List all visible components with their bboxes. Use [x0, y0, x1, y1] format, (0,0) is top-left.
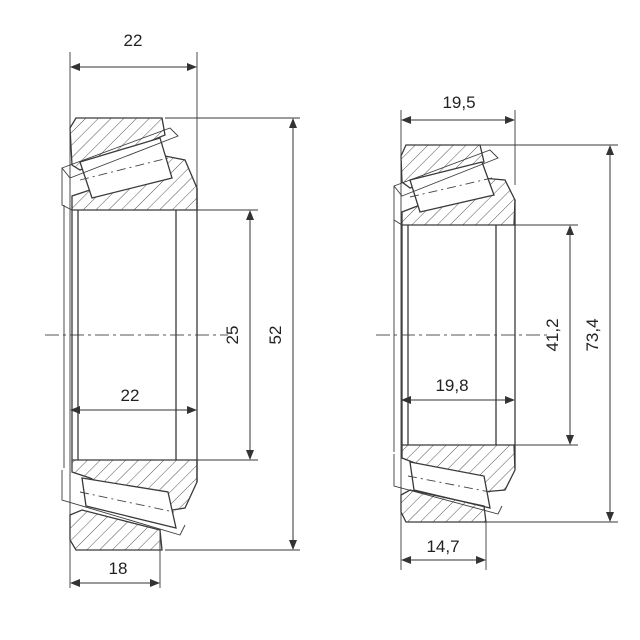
right-dim-outer: 73,4 — [583, 318, 602, 351]
right-dim-bore: 41,2 — [543, 318, 562, 351]
right-bearing: 19,5 19,8 14,7 41,2 73,4 — [376, 93, 618, 570]
left-dim-bottom-width: 18 — [109, 559, 128, 578]
left-bearing: 22 22 18 25 52 — [45, 31, 300, 588]
left-dim-inner-width: 22 — [121, 386, 140, 405]
right-dim-inner-width: 19,8 — [435, 376, 468, 395]
left-dim-top-width: 22 — [124, 31, 143, 50]
left-cup-bottom — [69, 509, 163, 551]
left-dim-bore: 25 — [223, 326, 242, 345]
right-dim-top-width: 19,5 — [442, 93, 475, 112]
left-roller-top — [79, 137, 173, 199]
left-cup-top — [69, 117, 166, 171]
right-roller-bottom — [409, 461, 491, 509]
left-roller-bottom — [81, 477, 177, 529]
right-cone-bottom — [401, 444, 516, 493]
right-dim-bottom-width: 14,7 — [426, 537, 459, 556]
left-dim-outer: 52 — [266, 326, 285, 345]
